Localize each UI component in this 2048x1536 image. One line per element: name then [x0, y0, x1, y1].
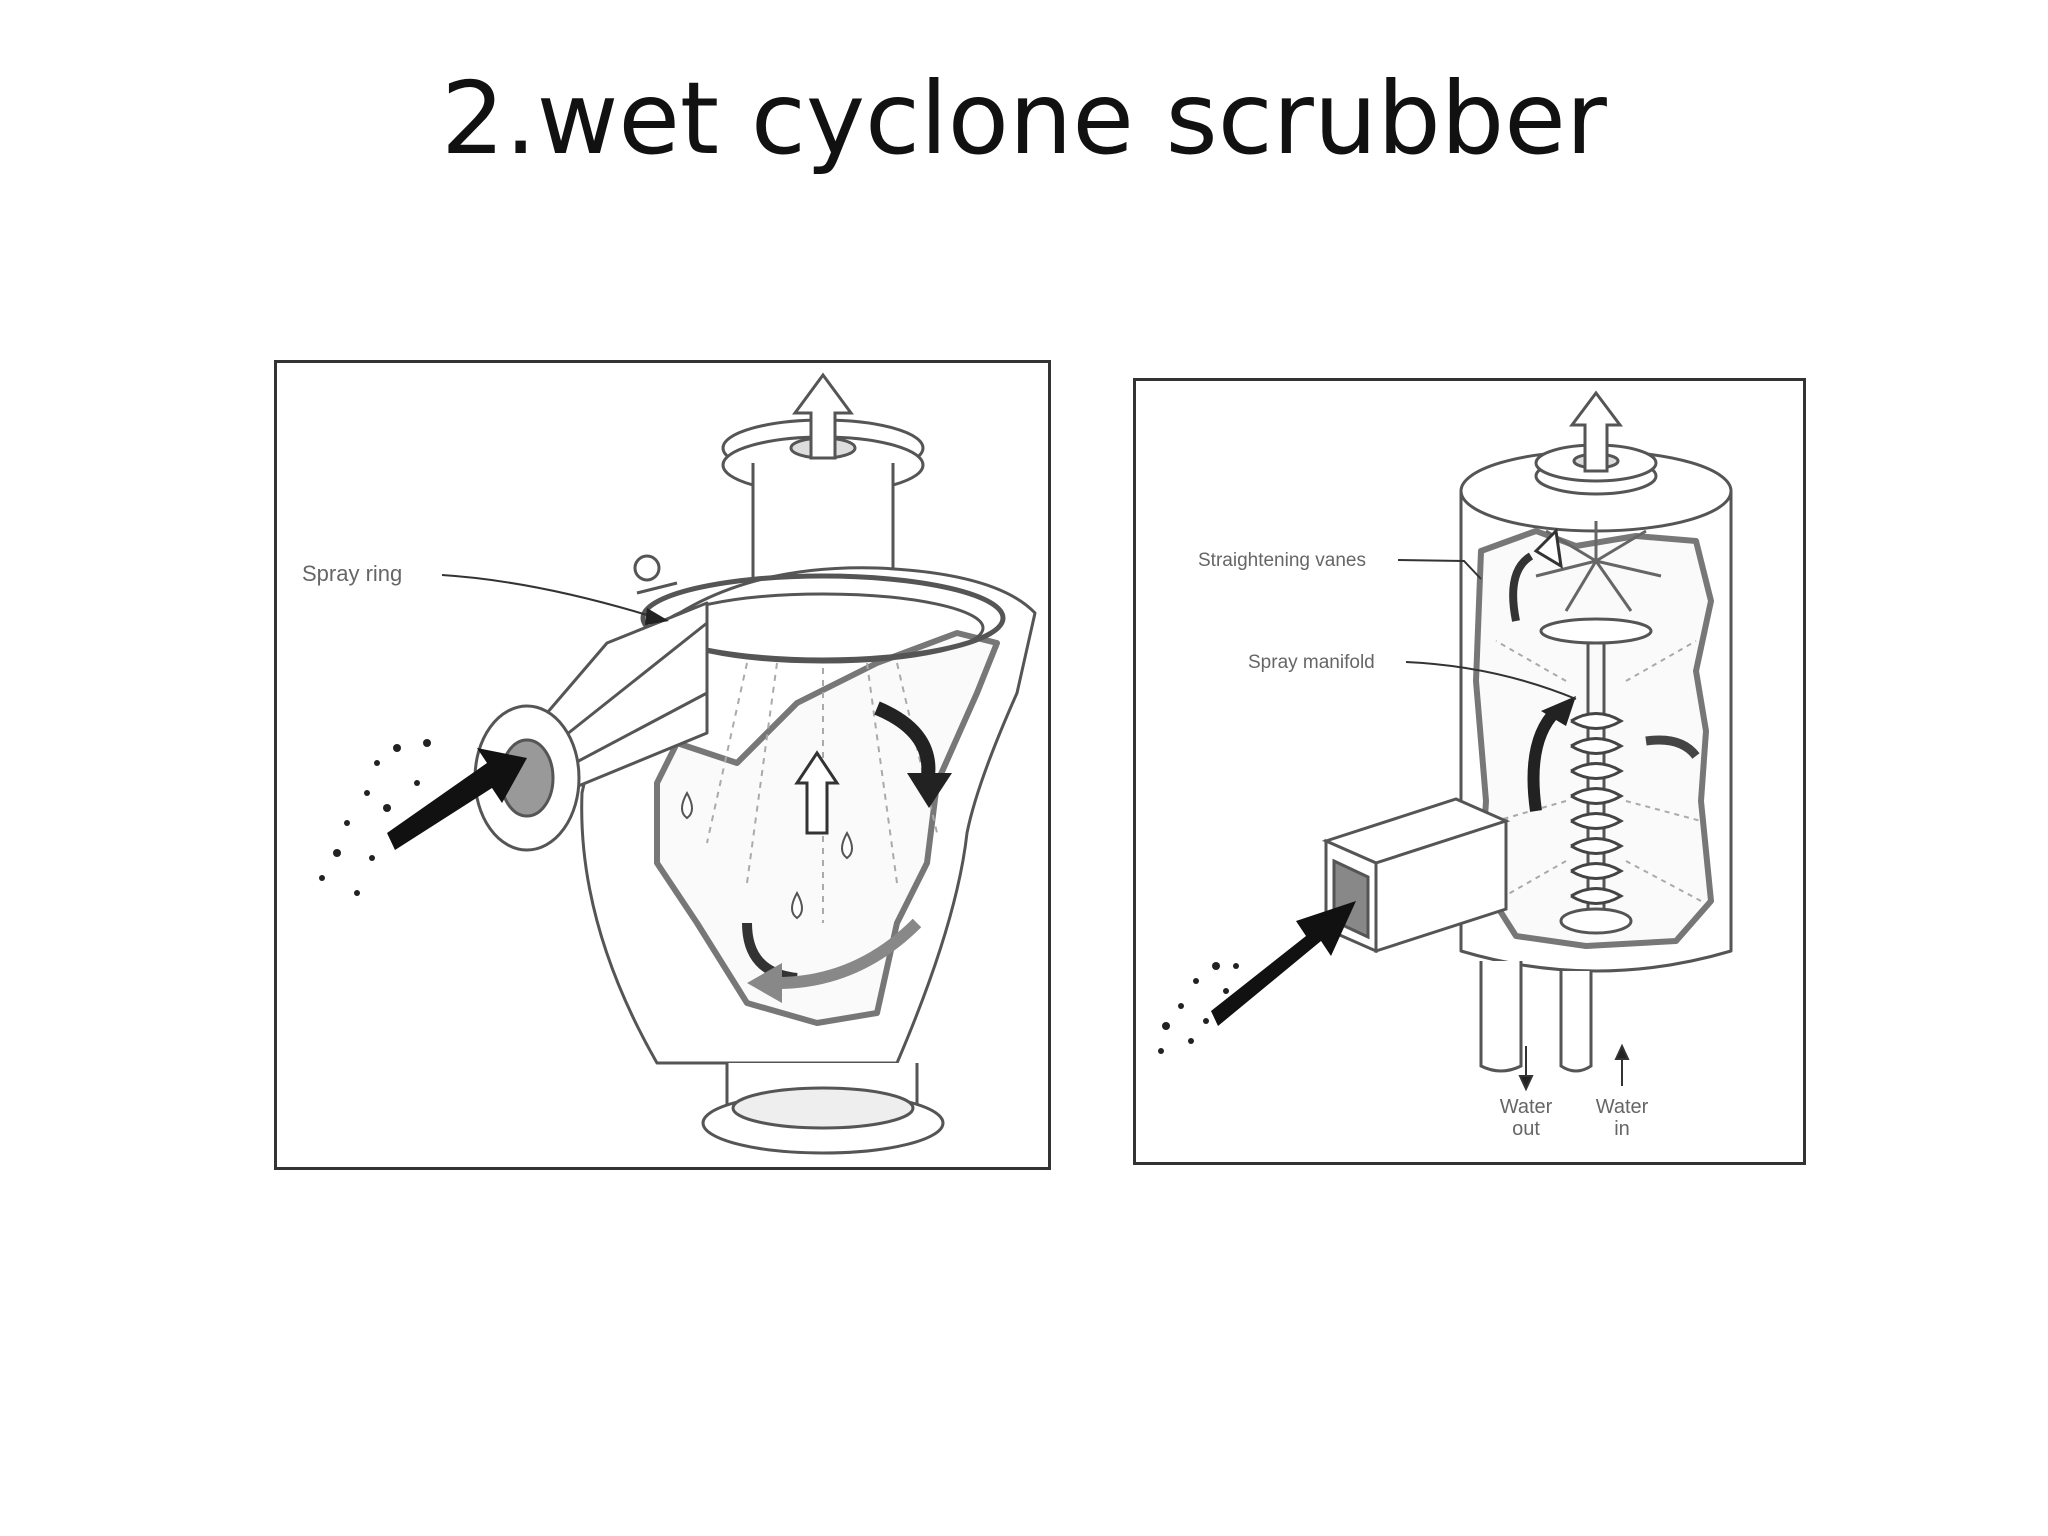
- wet-cyclone-illustration: Spray ring: [302, 372, 1037, 1155]
- spray-lines-right: [1495, 640, 1702, 902]
- spray-ring-leader: [441, 574, 658, 619]
- particle-stream-right: [1158, 962, 1239, 1054]
- up-arrow-icon: [792, 372, 854, 460]
- label-straightening-vanes: Straightening vanes: [1198, 550, 1366, 571]
- inlet-arrow-icon: [387, 748, 527, 850]
- slide-title: 2.wet cyclone scrubber: [441, 60, 1607, 177]
- water-arrows: [1518, 1043, 1630, 1092]
- label-water-in-1: Water: [1596, 1096, 1649, 1118]
- swirl-arrows-right: [1509, 527, 1700, 812]
- water-pipes: [1479, 961, 1593, 1073]
- spray-manifold-illustration: Straightening vanes Spray manifold Water…: [1158, 390, 1733, 1140]
- label-water-out-1: Water: [1500, 1096, 1553, 1118]
- droplets: [681, 790, 853, 920]
- label-spray-ring: Spray ring: [302, 561, 402, 586]
- label-spray-manifold: Spray manifold: [1248, 652, 1375, 673]
- left-diagram-panel: Spray ring: [274, 360, 1051, 1170]
- up-arrow-icon: [1569, 390, 1623, 473]
- spray-ring: [640, 573, 1006, 663]
- straightening-vanes: [1535, 521, 1662, 612]
- label-water-in-2: in: [1614, 1118, 1630, 1140]
- right-diagram-panel: Straightening vanes Spray manifold Water…: [1133, 378, 1806, 1165]
- swirl-arrows: [742, 701, 952, 1003]
- spray-nozzles: [1570, 712, 1624, 905]
- label-water-out-2: out: [1512, 1118, 1540, 1140]
- inlet-arrow-icon: [1211, 901, 1356, 1026]
